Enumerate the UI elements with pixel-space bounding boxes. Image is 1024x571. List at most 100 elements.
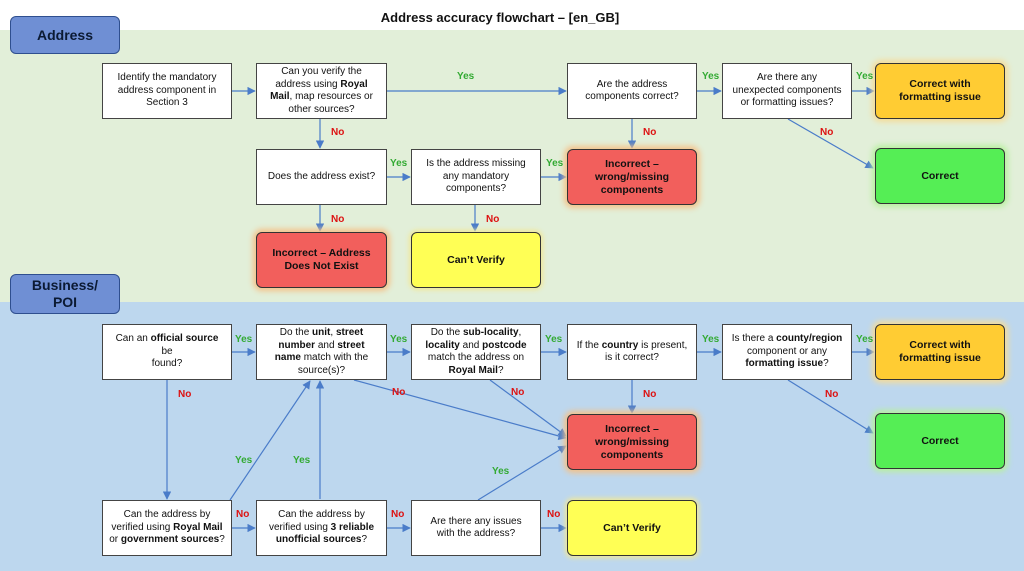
label-no-official: No bbox=[178, 389, 192, 400]
label-no-missing: No bbox=[486, 214, 500, 225]
label-yes-country: Yes bbox=[702, 334, 720, 345]
label-yes-unexpected: Yes bbox=[856, 71, 874, 82]
components-line-1: Are the address bbox=[596, 78, 668, 90]
arrow-county-correct bbox=[787, 379, 874, 434]
label-yes-verify: Yes bbox=[457, 71, 475, 82]
label-yes-exist: Yes bbox=[390, 158, 408, 169]
unit-bold-street-2: street bbox=[337, 339, 365, 351]
biz-incorrect-line-3: components bbox=[600, 448, 664, 461]
subloc-comma: , bbox=[518, 327, 522, 338]
rmgov-line-1: Can the address by bbox=[123, 509, 211, 521]
county-bold-formatting: formatting issue bbox=[745, 358, 824, 370]
label-no-reliable: No bbox=[391, 509, 405, 520]
county-region-node: Is there a county/region component or an… bbox=[722, 324, 852, 380]
correct-with-formatting-outcome: Correct with formatting issue bbox=[875, 63, 1005, 119]
identify-line-3: Section 3 bbox=[146, 97, 188, 109]
business-incorrect-missing-outcome: Incorrect – wrong/missing components bbox=[567, 414, 697, 470]
unexpected-line-3: or formatting issues? bbox=[740, 97, 834, 109]
reliable-line-1: Can the address by bbox=[278, 509, 365, 521]
label-no-county: No bbox=[825, 389, 839, 400]
county-qmark: ? bbox=[823, 358, 829, 370]
arrow-unit-incorrect bbox=[353, 379, 567, 441]
missing-line-2: any mandatory bbox=[442, 170, 510, 182]
page-title: Address accuracy flowchart – [en_GB] bbox=[380, 10, 620, 25]
label-yes-royalmail: Yes bbox=[235, 455, 253, 466]
incorrect-not-exist-outcome: Incorrect – Address Does Not Exist bbox=[256, 232, 387, 288]
county-text-1: Is there a bbox=[731, 333, 777, 345]
incorrect-line-2: wrong/missing bbox=[594, 170, 670, 183]
subloc-bold-royalmail: Royal Mail bbox=[448, 364, 498, 376]
label-no-sublocality: No bbox=[511, 387, 525, 398]
business-correct-formatting-outcome: Correct with formatting issue bbox=[875, 324, 1005, 380]
rmgov-bold-gov: government sources bbox=[120, 534, 220, 546]
subloc-text-1: Do the bbox=[430, 327, 463, 338]
exist-label: Does the address exist? bbox=[267, 170, 376, 182]
reliable-text-verified: verified using bbox=[268, 521, 331, 533]
reliable-bold-unofficial: unofficial sources bbox=[275, 534, 362, 546]
unexpected-line-1: Are there any bbox=[756, 72, 818, 84]
identify-line-1: Identify the mandatory bbox=[117, 72, 217, 84]
unexpected-line-2: unexpected components bbox=[732, 84, 842, 96]
any-issues-node: Are there any issues with the address? bbox=[411, 500, 541, 556]
label-no-unit: No bbox=[392, 387, 406, 398]
label-no-country: No bbox=[643, 389, 657, 400]
arrow-royalmail-unit bbox=[229, 380, 311, 501]
arrow-unexpected-correct bbox=[787, 118, 874, 169]
issues-line-2: with the address? bbox=[436, 528, 516, 539]
not-exist-line-1: Incorrect – Address bbox=[272, 247, 371, 259]
correct-fmt-line-2: formatting issue bbox=[899, 91, 981, 103]
correct-fmt-line-1: Correct with bbox=[909, 78, 971, 90]
official-text-2: be bbox=[161, 345, 173, 357]
biz-incorrect-line-1: Incorrect – bbox=[605, 422, 659, 435]
cant-verify-outcome: Can’t Verify bbox=[411, 232, 541, 288]
subloc-bold-sublocality: sub-locality bbox=[462, 327, 519, 338]
address-section-label: Address bbox=[36, 26, 94, 43]
unit-bold-unit: unit bbox=[312, 327, 331, 338]
identify-mandatory-node: Identify the mandatory address component… bbox=[102, 63, 232, 119]
correct-label: Correct bbox=[921, 169, 959, 182]
business-cant-verify-outcome: Can’t Verify bbox=[567, 500, 697, 556]
official-bold: official source bbox=[150, 333, 219, 345]
unit-text-sources: source(s)? bbox=[297, 364, 346, 376]
unit-bold-street: street bbox=[335, 327, 364, 338]
label-yes-reliable: Yes bbox=[293, 455, 311, 466]
rmgov-bold-royalmail: Royal Mail bbox=[173, 521, 223, 533]
missing-line-3: components? bbox=[445, 183, 507, 195]
label-yes-unit: Yes bbox=[390, 334, 408, 345]
components-correct-node: Are the address components correct? bbox=[567, 63, 697, 119]
verify-line-1: Can you verify the bbox=[281, 66, 362, 77]
label-yes-official: Yes bbox=[235, 334, 253, 345]
label-yes-sublocality: Yes bbox=[545, 334, 563, 345]
rmgov-text-or: or bbox=[109, 534, 121, 546]
arrow-sublocality-incorrect bbox=[489, 379, 567, 437]
business-section-tab: Business/ POI bbox=[10, 274, 120, 314]
reliable-bold-3: 3 reliable bbox=[330, 521, 375, 533]
sub-locality-node: Do the sub-locality, locality and postco… bbox=[411, 324, 541, 380]
label-no-components: No bbox=[643, 127, 657, 138]
business-section-label-2: POI bbox=[52, 294, 78, 310]
verify-line-2: address using bbox=[275, 78, 341, 90]
missing-components-node: Is the address missing any mandatory com… bbox=[411, 149, 541, 205]
unit-bold-number: number bbox=[278, 339, 316, 351]
label-yes-missing: Yes bbox=[546, 158, 564, 169]
cant-verify-label: Can’t Verify bbox=[447, 253, 505, 266]
biz-incorrect-line-2: wrong/missing bbox=[594, 435, 670, 448]
verify-royal: Royal bbox=[340, 78, 368, 90]
reliable-qmark: ? bbox=[361, 534, 368, 546]
label-no-exist: No bbox=[331, 214, 345, 225]
verify-line-4: other sources? bbox=[288, 103, 355, 115]
label-no-issues: No bbox=[547, 509, 561, 520]
unit-text-match: match with the bbox=[300, 352, 369, 363]
subloc-bold-locality: locality bbox=[425, 339, 460, 351]
unit-text-1: Do the bbox=[279, 327, 313, 338]
official-line-2: found? bbox=[151, 358, 183, 370]
not-exist-line-2: Does Not Exist bbox=[284, 260, 359, 272]
subloc-text-and: and bbox=[459, 339, 483, 351]
royal-mail-gov-node: Can the address by verified using Royal … bbox=[102, 500, 232, 556]
rmgov-text-verified: verified using bbox=[111, 521, 174, 533]
unit-street-node: Do the unit, street number and street na… bbox=[256, 324, 387, 380]
country-bold: country bbox=[601, 339, 639, 351]
subloc-qmark: ? bbox=[497, 364, 504, 376]
label-no-royalmail: No bbox=[236, 509, 250, 520]
